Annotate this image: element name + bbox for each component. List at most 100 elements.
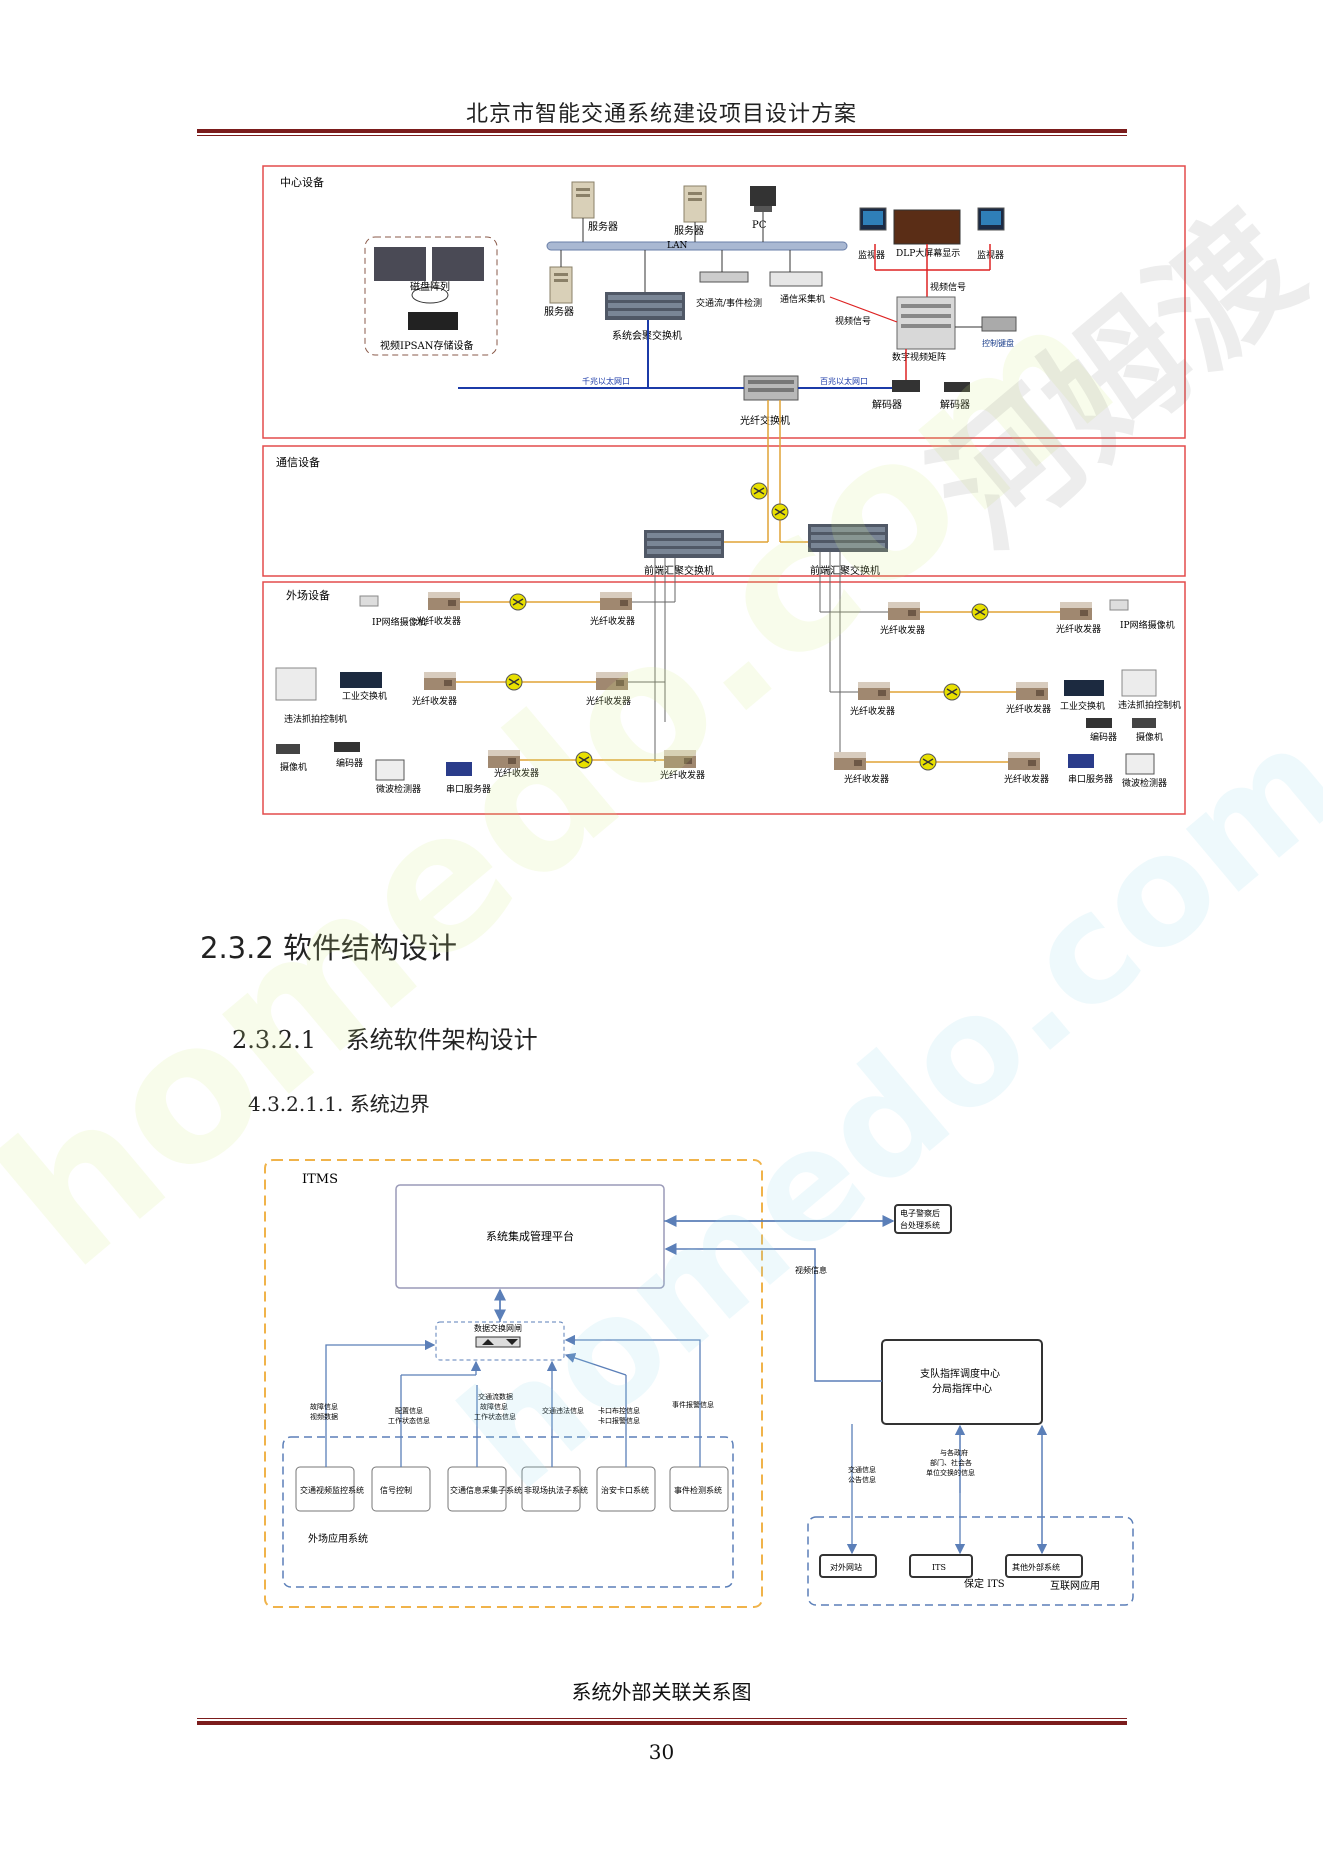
ext-node-label: 对外网站	[830, 1562, 862, 1572]
transceiver-icon	[834, 752, 866, 770]
figure-caption: 系统外部关联关系图	[571, 1680, 752, 1704]
transceiver-icon	[488, 750, 520, 768]
subsystem-list: 交通视频监控系统 信号控制 交通信息采集子系统 非现场执法子系统 治安卡口系统 …	[295, 1466, 729, 1512]
microwave-2-icon	[1125, 753, 1155, 775]
subsystem-label: 信号控制	[380, 1485, 412, 1495]
police-system-label-2: 台处理系统	[900, 1220, 940, 1230]
itms-boundary	[264, 1159, 763, 1608]
microwave-1-icon	[375, 759, 405, 781]
transceiver-icon	[1016, 682, 1048, 700]
transceiver-label: 光纤收发器	[1006, 703, 1051, 715]
lan-bus	[546, 241, 848, 251]
command-center-label-2: 分局指挥中心	[932, 1382, 992, 1395]
server-1-label: 服务器	[588, 220, 618, 233]
zone-center-label: 中心设备	[280, 175, 324, 189]
violation-1-icon	[275, 667, 317, 701]
ip-camera-2-icon	[1109, 599, 1129, 611]
serial-2-icon	[1068, 754, 1094, 768]
transceiver-icon	[596, 672, 628, 690]
section-heading-2-3-2-1: 2.3.2.1 系统软件架构设计	[232, 1020, 538, 1055]
system-switch-icon	[605, 292, 685, 320]
ext-note-label: 保定 ITS	[964, 1577, 1005, 1590]
subsystem-label: 治安卡口系统	[601, 1485, 649, 1495]
ext-node-label: ITS	[932, 1563, 946, 1572]
ip-camera-1-label: IP网络摄像机	[372, 616, 427, 628]
header-rule-thin	[197, 135, 1127, 136]
transceiver-label: 光纤收发器	[494, 767, 539, 779]
agg-switch-2-icon	[808, 524, 888, 552]
internet-group	[807, 1516, 1134, 1606]
transceiver-icon	[1060, 602, 1092, 620]
optical-switch-label: 光纤交换机	[740, 414, 790, 427]
page-number: 30	[648, 1740, 675, 1764]
ext-node-box	[909, 1554, 973, 1578]
itms-label: ITMS	[302, 1172, 338, 1187]
agg-switch-1-label: 前端汇聚交换机	[644, 564, 714, 577]
command-center-box	[881, 1339, 1043, 1425]
decoder-1-label: 解码器	[872, 398, 902, 411]
zone-field	[262, 581, 1186, 815]
transceiver-label: 光纤收发器	[586, 695, 631, 707]
monitor-2-icon	[977, 207, 1005, 231]
subsystem-box	[669, 1466, 729, 1512]
camera-2-icon	[1132, 718, 1156, 728]
subsystem-label: 事件检测系统	[674, 1485, 722, 1495]
camera-1-icon	[276, 744, 300, 754]
encoder-2-label: 编码器	[1090, 731, 1117, 743]
edge-label-bayonet-2: 卡口报警信息	[598, 1416, 640, 1425]
camera-2-label: 摄像机	[1136, 731, 1163, 743]
edge-label-traffic-2: 故障信息	[480, 1402, 508, 1411]
subsystem-label: 非现场执法子系统	[524, 1485, 588, 1495]
encoder-2-icon	[1086, 718, 1112, 728]
edge-label-fault: 故障信息	[310, 1402, 338, 1411]
traffic-flow-device	[699, 271, 749, 283]
serial-1-icon	[446, 762, 472, 776]
decoder-2-label: 解码器	[940, 398, 970, 411]
subsystem-label: 交通信息采集子系统	[450, 1485, 522, 1495]
transceiver-label: 光纤收发器	[590, 615, 635, 627]
zone-field-label: 外场设备	[286, 588, 330, 602]
comm-collector-device	[769, 271, 823, 287]
heading-number: 2.3.2.1	[232, 1026, 316, 1054]
zone-comm-label: 通信设备	[276, 455, 320, 469]
encoder-1-label: 编码器	[336, 757, 363, 769]
keyboard-device	[981, 316, 1017, 332]
decoder-2-icon	[944, 382, 970, 392]
edge-label-traffic-3: 工作状态信息	[474, 1412, 516, 1421]
zone-comm	[262, 445, 1186, 577]
edge-label-bayonet: 卡口布控信息	[598, 1406, 640, 1415]
serial-1-label: 串口服务器	[446, 783, 491, 795]
pc-label: PC	[752, 220, 767, 231]
section-heading-4-3-2-1-1: 4.3.2.1.1. 系统边界	[248, 1092, 430, 1116]
platform-label: 系统集成管理平台	[486, 1229, 574, 1243]
matrix-label: 数字视频矩阵	[892, 351, 946, 363]
transceiver-label: 光纤收发器	[844, 773, 889, 785]
outside-systems-group	[282, 1436, 734, 1588]
subsystem-box	[295, 1466, 355, 1512]
edge-label-event: 事件报警信息	[672, 1400, 714, 1409]
industrial-switch-2-label: 工业交换机	[1060, 700, 1105, 712]
comm-collector-label: 通信采集机	[780, 293, 825, 305]
subsystem-box	[521, 1466, 581, 1512]
outside-systems-label: 外场应用系统	[308, 1532, 368, 1545]
police-system-box	[894, 1204, 952, 1234]
traffic-flow-label: 交通流/事件检测	[696, 297, 762, 309]
internet-label: 互联网应用	[1050, 1579, 1100, 1592]
edge-label-config-2: 工作状态信息	[388, 1416, 430, 1425]
footer-rule	[197, 1721, 1127, 1725]
publish-label: 交通信息	[848, 1465, 876, 1474]
transceiver-icon	[1008, 752, 1040, 770]
section-heading-2-3-2: 2.3.2 软件结构设计	[200, 931, 458, 965]
video-info-label: 视频信息	[795, 1265, 827, 1275]
transceiver-icon	[888, 602, 920, 620]
keyboard-label: 控制键盘	[982, 338, 1014, 348]
network-topology-figure: 中心设备 通信设备 外场设备 LAN 服务器 服务器 PC 服务器 交通流/事件…	[262, 165, 1186, 815]
ip-camera-1-icon	[359, 595, 379, 607]
ipsan-label: 视频IPSAN存储设备	[380, 339, 474, 352]
police-system-label: 电子警察后	[900, 1208, 940, 1218]
transceiver-label: 光纤收发器	[416, 615, 461, 627]
dlp-screen	[893, 209, 961, 245]
command-center-label-1: 支队指挥调度中心	[920, 1367, 1000, 1380]
edge-label-fault-2: 视频数据	[310, 1412, 338, 1421]
lan-label: LAN	[667, 241, 687, 251]
